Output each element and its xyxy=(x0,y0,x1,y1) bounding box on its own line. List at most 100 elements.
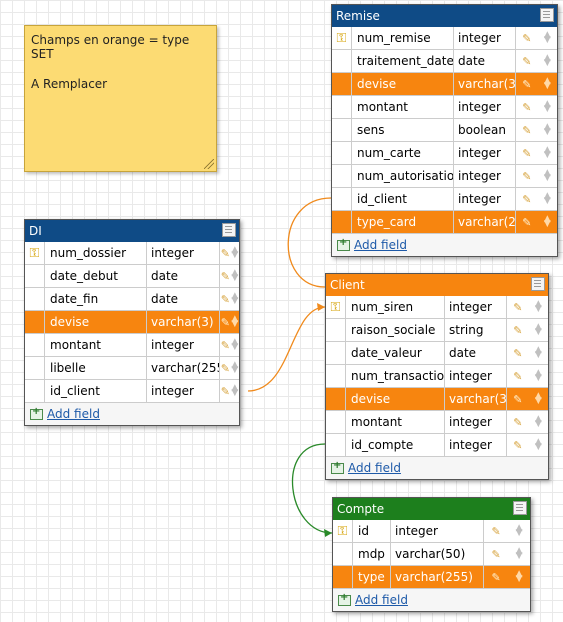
edit-table-icon[interactable] xyxy=(540,8,554,22)
arrow-down-icon[interactable]: ▼ xyxy=(543,81,551,91)
reorder-arrows-icon[interactable]: ▲▼ xyxy=(543,77,551,91)
pencil-icon[interactable]: ✎ xyxy=(522,192,532,206)
reorder-arrows-icon[interactable]: ▲▼ xyxy=(231,383,239,398)
arrow-down-icon[interactable]: ▼ xyxy=(231,388,239,398)
arrow-down-icon[interactable]: ▼ xyxy=(534,419,542,429)
resize-grip-icon[interactable] xyxy=(204,159,214,169)
reorder-arrows-icon[interactable]: ▲▼ xyxy=(231,337,239,352)
arrow-up-icon[interactable]: ▲ xyxy=(231,337,239,347)
arrow-up-icon[interactable]: ▲ xyxy=(231,383,239,393)
arrow-down-icon[interactable]: ▼ xyxy=(543,173,551,183)
arrow-up-icon[interactable]: ▲ xyxy=(231,291,239,301)
arrow-up-icon[interactable]: ▲ xyxy=(534,299,542,309)
arrow-down-icon[interactable]: ▼ xyxy=(534,327,542,337)
arrow-down-icon[interactable]: ▼ xyxy=(534,304,542,314)
edit-table-icon[interactable] xyxy=(222,223,236,237)
pencil-icon[interactable]: ✎ xyxy=(220,361,230,375)
reorder-arrows-icon[interactable]: ▲▼ xyxy=(543,168,551,183)
arrow-down-icon[interactable]: ▼ xyxy=(543,150,551,160)
arrow-down-icon[interactable]: ▼ xyxy=(543,104,551,114)
pencil-icon[interactable]: ✎ xyxy=(220,246,230,260)
compte-header[interactable]: Compte xyxy=(333,498,530,520)
pencil-icon[interactable]: ✎ xyxy=(513,323,523,337)
arrow-up-icon[interactable]: ▲ xyxy=(515,546,523,556)
reorder-arrows-icon[interactable]: ▲▼ xyxy=(543,191,551,206)
arrow-up-icon[interactable]: ▲ xyxy=(534,345,542,355)
remise-header[interactable]: Remise xyxy=(332,5,557,27)
pencil-icon[interactable]: ✎ xyxy=(522,31,532,45)
arrow-up-icon[interactable]: ▲ xyxy=(534,437,542,447)
pencil-icon[interactable]: ✎ xyxy=(522,146,532,160)
arrow-down-icon[interactable]: ▼ xyxy=(543,127,551,137)
pencil-icon[interactable]: ✎ xyxy=(220,384,230,398)
pencil-icon[interactable]: ✎ xyxy=(220,269,230,283)
reorder-arrows-icon[interactable]: ▲▼ xyxy=(534,345,542,360)
arrow-down-icon[interactable]: ▼ xyxy=(515,551,523,561)
arrow-up-icon[interactable]: ▲ xyxy=(543,145,551,155)
edit-table-icon[interactable] xyxy=(531,277,545,291)
reorder-arrows-icon[interactable]: ▲▼ xyxy=(535,369,542,383)
reorder-arrows-icon[interactable]: ▲▼ xyxy=(231,361,239,375)
reorder-arrows-icon[interactable]: ▲▼ xyxy=(543,99,551,114)
client-header[interactable]: Client xyxy=(326,274,548,296)
pencil-icon[interactable]: ✎ xyxy=(513,392,523,406)
pencil-icon[interactable]: ✎ xyxy=(522,169,532,183)
arrow-up-icon[interactable]: ▲ xyxy=(543,191,551,201)
arrow-up-icon[interactable]: ▲ xyxy=(543,168,551,178)
add-field-icon[interactable] xyxy=(337,237,350,251)
pencil-icon[interactable]: ✎ xyxy=(513,300,523,314)
arrow-down-icon[interactable]: ▼ xyxy=(231,342,239,352)
arrow-up-icon[interactable]: ▲ xyxy=(543,30,551,40)
arrow-down-icon[interactable]: ▼ xyxy=(543,219,551,229)
reorder-arrows-icon[interactable]: ▲▼ xyxy=(534,437,542,452)
add-field-link[interactable]: Add field xyxy=(348,461,401,475)
arrow-up-icon[interactable]: ▲ xyxy=(543,53,551,63)
pencil-icon[interactable]: ✎ xyxy=(522,215,532,229)
reorder-arrows-icon[interactable]: ▲▼ xyxy=(231,291,239,306)
pencil-icon[interactable]: ✎ xyxy=(522,100,532,114)
arrow-up-icon[interactable]: ▲ xyxy=(534,391,542,401)
pencil-icon[interactable]: ✎ xyxy=(220,315,230,329)
reorder-arrows-icon[interactable]: ▲▼ xyxy=(231,269,238,283)
arrow-up-icon[interactable]: ▲ xyxy=(543,214,551,224)
pencil-icon[interactable]: ✎ xyxy=(513,369,523,383)
arrow-up-icon[interactable]: ▲ xyxy=(543,99,551,109)
reorder-arrows-icon[interactable]: ▲▼ xyxy=(543,122,551,137)
arrow-down-icon[interactable]: ▼ xyxy=(515,574,523,584)
reorder-arrows-icon[interactable]: ▲▼ xyxy=(543,53,551,68)
arrow-down-icon[interactable]: ▼ xyxy=(231,250,239,260)
pencil-icon[interactable]: ✎ xyxy=(513,438,523,452)
add-field-icon[interactable] xyxy=(338,592,351,606)
di-header[interactable]: DI xyxy=(25,220,239,242)
arrow-down-icon[interactable]: ▼ xyxy=(534,350,542,360)
add-field-icon[interactable] xyxy=(30,406,43,420)
pencil-icon[interactable]: ✎ xyxy=(491,570,501,584)
arrow-up-icon[interactable]: ▲ xyxy=(534,414,542,424)
pencil-icon[interactable]: ✎ xyxy=(513,415,523,429)
arrow-down-icon[interactable]: ▼ xyxy=(231,365,239,375)
pencil-icon[interactable]: ✎ xyxy=(491,547,501,561)
reorder-arrows-icon[interactable]: ▲▼ xyxy=(515,570,523,584)
add-field-link[interactable]: Add field xyxy=(354,238,407,252)
arrow-down-icon[interactable]: ▼ xyxy=(543,58,551,68)
edit-table-icon[interactable] xyxy=(513,501,527,515)
arrow-up-icon[interactable]: ▲ xyxy=(543,122,551,132)
pencil-icon[interactable]: ✎ xyxy=(220,338,230,352)
add-field-link[interactable]: Add field xyxy=(355,593,408,607)
arrow-down-icon[interactable]: ▼ xyxy=(515,528,523,538)
